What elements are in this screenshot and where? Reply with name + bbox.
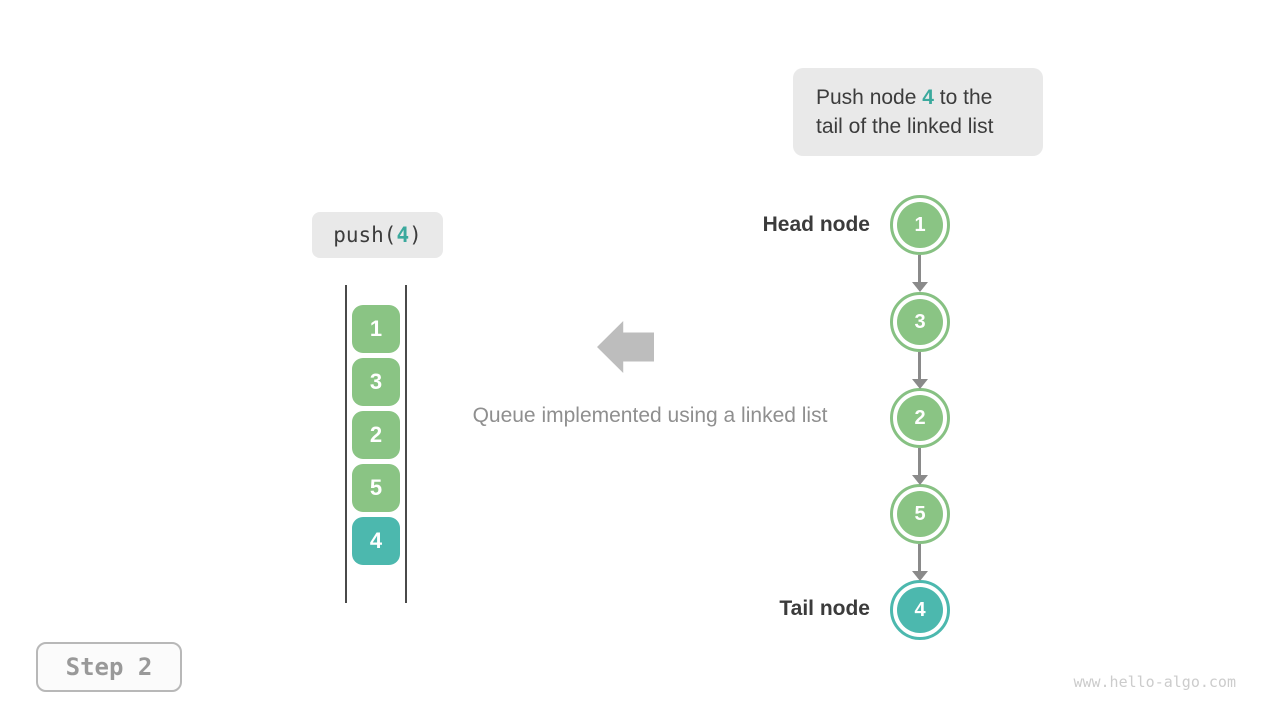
push-call-arg: 4 xyxy=(396,223,410,247)
queue-array-panel: 1 3 2 5 4 xyxy=(345,285,407,603)
linked-list-node: 1 xyxy=(890,195,950,255)
site-watermark: www.hello-algo.com xyxy=(1073,673,1236,691)
note-line1: Push node 4 to the xyxy=(816,83,1043,112)
linked-list-node: 5 xyxy=(890,484,950,544)
tail-node-label: Tail node xyxy=(779,597,870,620)
note-accent-value: 4 xyxy=(922,86,934,109)
node-value: 1 xyxy=(897,202,943,248)
step-badge: Step 2 xyxy=(36,642,182,692)
node-value: 2 xyxy=(897,395,943,441)
note-line1-suffix: to the xyxy=(933,86,993,109)
push-call-prefix: push( xyxy=(333,223,397,247)
push-call-suffix: ) xyxy=(409,223,422,247)
queue-cell: 5 xyxy=(352,464,400,512)
queue-cell: 2 xyxy=(352,411,400,459)
note-line2: tail of the linked list xyxy=(816,115,994,138)
linked-list-node: 2 xyxy=(890,388,950,448)
diagram-caption: Queue implemented using a linked list xyxy=(472,404,828,427)
node-value: 4 xyxy=(897,587,943,633)
push-call-label: push(4) xyxy=(312,212,443,258)
node-value: 5 xyxy=(897,491,943,537)
queue-cell: 3 xyxy=(352,358,400,406)
node-value: 3 xyxy=(897,299,943,345)
annotation-note: Push node 4 to the tail of the linked li… xyxy=(793,68,1043,156)
queue-cell-new: 4 xyxy=(352,517,400,565)
head-node-label: Head node xyxy=(762,213,870,236)
left-arrow-icon xyxy=(597,321,654,373)
linked-list-node-tail: 4 xyxy=(890,580,950,640)
queue-cell: 1 xyxy=(352,305,400,353)
linked-list-node: 3 xyxy=(890,292,950,352)
note-line1-prefix: Push node xyxy=(816,86,923,109)
